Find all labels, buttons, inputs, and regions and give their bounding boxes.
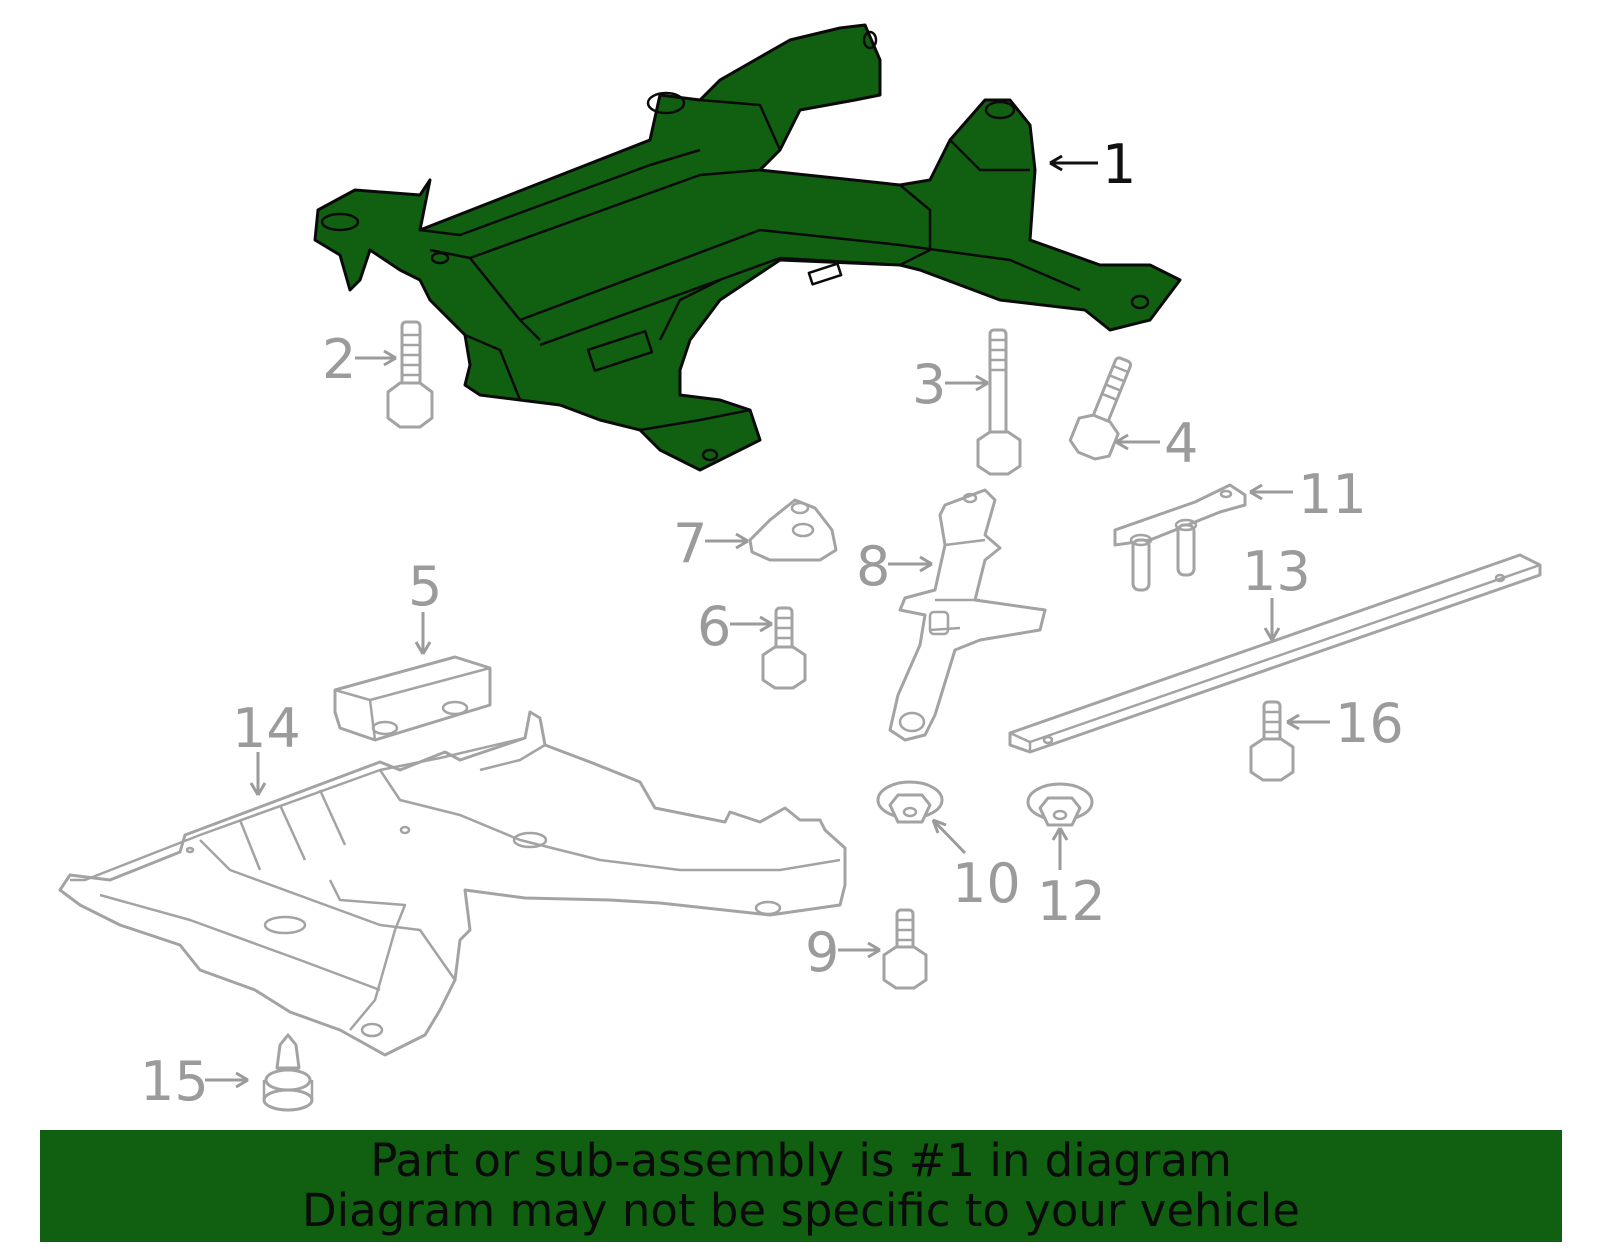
callout-1: 1: [1102, 133, 1136, 196]
part-4-bolt[interactable]: [1067, 352, 1145, 463]
banner-line-1: Part or sub-assembly is #1 in diagram: [370, 1134, 1232, 1187]
part-13-bar[interactable]: [1008, 553, 1542, 754]
arrow-7: [705, 532, 749, 550]
arrow-8: [888, 555, 933, 573]
part-7-bracket[interactable]: [748, 498, 838, 562]
part-1-crossmember[interactable]: [313, 23, 1182, 472]
part-15-clip[interactable]: [262, 1033, 314, 1112]
callout-13: 13: [1242, 540, 1311, 603]
part-16-bolt[interactable]: [1249, 700, 1295, 782]
callout-6: 6: [697, 595, 731, 658]
callout-2: 2: [322, 328, 356, 391]
arrow-2: [355, 349, 397, 367]
callout-11: 11: [1298, 463, 1367, 526]
arrow-3: [945, 374, 989, 392]
callout-8: 8: [856, 535, 890, 598]
part-12-nut[interactable]: [1026, 782, 1094, 827]
callout-15: 15: [140, 1050, 209, 1113]
arrow-12: [1051, 827, 1069, 870]
callout-10: 10: [952, 852, 1021, 915]
part-8-support[interactable]: [888, 488, 1047, 742]
part-10-nut[interactable]: [876, 780, 944, 824]
part-6-bolt[interactable]: [761, 606, 807, 690]
arrow-5: [414, 612, 432, 655]
arrow-4: [1115, 433, 1160, 451]
part-9-bolt[interactable]: [882, 908, 928, 990]
callout-labels: 1 2 3 4 5 6 7 8 9 10 11 12 13 14 15 16: [140, 133, 1404, 1113]
arrow-11: [1249, 483, 1293, 501]
callout-14: 14: [232, 697, 301, 760]
arrow-1: [1049, 154, 1098, 172]
callout-5: 5: [408, 555, 442, 618]
callout-12: 12: [1037, 870, 1106, 933]
callout-7: 7: [673, 512, 707, 575]
callout-16: 16: [1335, 692, 1404, 755]
arrow-6: [730, 615, 773, 633]
arrow-9: [838, 941, 881, 959]
arrow-13: [1263, 598, 1281, 641]
part-2-bolt[interactable]: [386, 320, 434, 429]
callout-arrows: [205, 154, 1330, 1089]
part-5-pad[interactable]: [333, 655, 492, 742]
part-3-bolt[interactable]: [976, 328, 1022, 476]
info-banner: Part or sub-assembly is #1 in diagram Di…: [40, 1130, 1562, 1242]
callout-9: 9: [805, 921, 839, 984]
part-11-plate[interactable]: [1113, 483, 1247, 592]
arrow-16: [1286, 713, 1330, 731]
arrow-10: [931, 818, 967, 855]
banner-line-2: Diagram may not be specific to your vehi…: [302, 1184, 1300, 1237]
callout-3: 3: [912, 353, 946, 416]
arrow-14: [249, 752, 267, 796]
part-14-shield[interactable]: [58, 710, 847, 1057]
callout-4: 4: [1164, 412, 1198, 475]
arrow-15: [205, 1071, 249, 1089]
